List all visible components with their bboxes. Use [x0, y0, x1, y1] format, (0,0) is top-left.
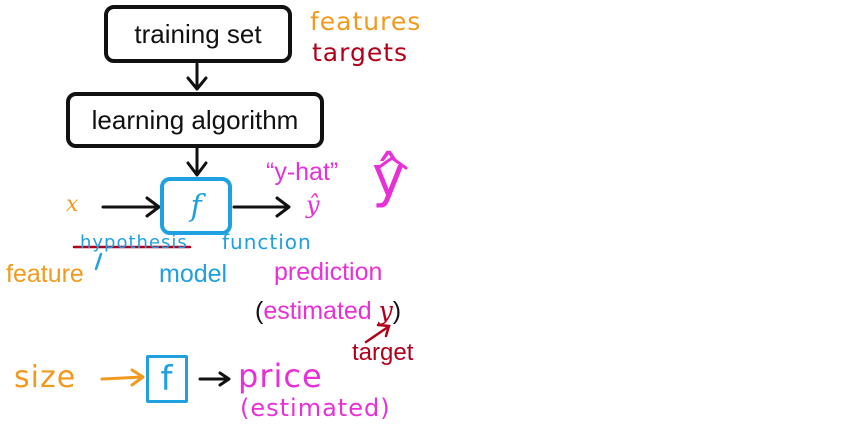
target-label: target [352, 339, 414, 366]
y-hat-big: ŷ [372, 145, 407, 210]
function-symbol: f [190, 188, 202, 224]
features-label: features [310, 7, 422, 36]
training-set-box: training set [104, 5, 292, 63]
learning-algorithm-label: learning algorithm [91, 104, 299, 135]
arrow-f-to-price [198, 371, 231, 387]
price-label: price [238, 357, 323, 395]
x-symbol: x [66, 192, 79, 217]
feature-label: feature [6, 260, 84, 288]
estimated-open-paren: ( [255, 297, 264, 325]
arrow-size-to-f [100, 368, 145, 387]
hypothesis-struck-label: hypothesis [80, 232, 188, 253]
size-function-symbol: f [160, 359, 174, 399]
estimated-y-symbol: y [378, 296, 393, 325]
targets-label: targets [312, 38, 409, 67]
arrow-x-to-f [101, 196, 161, 218]
training-set-label: training set [134, 18, 262, 49]
size-label: size [14, 360, 77, 395]
y-hat-symbol: ŷ [306, 191, 320, 219]
function-box: f [160, 177, 232, 235]
model-label: model [159, 260, 228, 288]
function-word: function [222, 230, 312, 254]
arrow-estimated-to-target [364, 323, 391, 344]
size-function-box: f [146, 355, 188, 403]
prediction-label: prediction [274, 258, 383, 286]
arrow-algorithm-to-f [186, 145, 208, 177]
y-hat-caret [376, 156, 408, 170]
y-hat-name: “y-hat” [266, 158, 339, 186]
estimated-word: estimated [263, 297, 372, 325]
arrow-f-to-yhat [232, 196, 291, 218]
estimated-close-paren: ) [392, 297, 402, 325]
price-estimated-label: (estimated) [240, 394, 391, 422]
arrow-training-to-algorithm [186, 62, 208, 91]
learning-algorithm-box: learning algorithm [66, 92, 324, 148]
tick-to-model [94, 252, 103, 271]
estimated-y-group: (estimated y) [255, 298, 401, 324]
